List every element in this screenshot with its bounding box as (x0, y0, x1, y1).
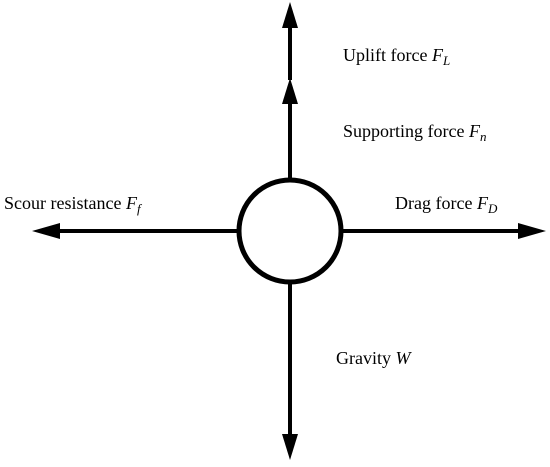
scour-resistance-label: Scour resistance Ff (4, 193, 141, 215)
uplift-force-subscript: L (442, 53, 451, 68)
supporting-force-arrowhead (282, 78, 298, 104)
gravity-label: Gravity W (336, 349, 410, 367)
drag-force-symbol: F (476, 193, 488, 213)
supporting-force-label: Supporting force Fn (343, 121, 486, 143)
gravity-text: Gravity (336, 348, 396, 368)
supporting-force-symbol: F (468, 121, 480, 141)
uplift-force-symbol: F (431, 45, 443, 65)
uplift-force-label: Uplift force FL (343, 45, 450, 67)
scour-resistance-symbol: F (125, 193, 137, 213)
particle-circle (236, 177, 344, 285)
scour-resistance-text: Scour resistance (4, 193, 126, 213)
scour-resistance-arrowhead (32, 223, 60, 239)
drag-force-text: Drag force (395, 193, 477, 213)
uplift-force-text: Uplift force (343, 45, 432, 65)
gravity-symbol: W (395, 348, 411, 368)
scour-resistance-subscript: f (136, 201, 141, 216)
supporting-force-text: Supporting force (343, 121, 469, 141)
drag-force-subscript: D (487, 201, 498, 216)
gravity-arrowhead (282, 434, 298, 460)
drag-force-label: Drag force FD (395, 193, 497, 215)
uplift-force-arrowhead (282, 2, 298, 28)
drag-force-arrowhead (518, 223, 546, 239)
supporting-force-subscript: n (479, 129, 487, 144)
